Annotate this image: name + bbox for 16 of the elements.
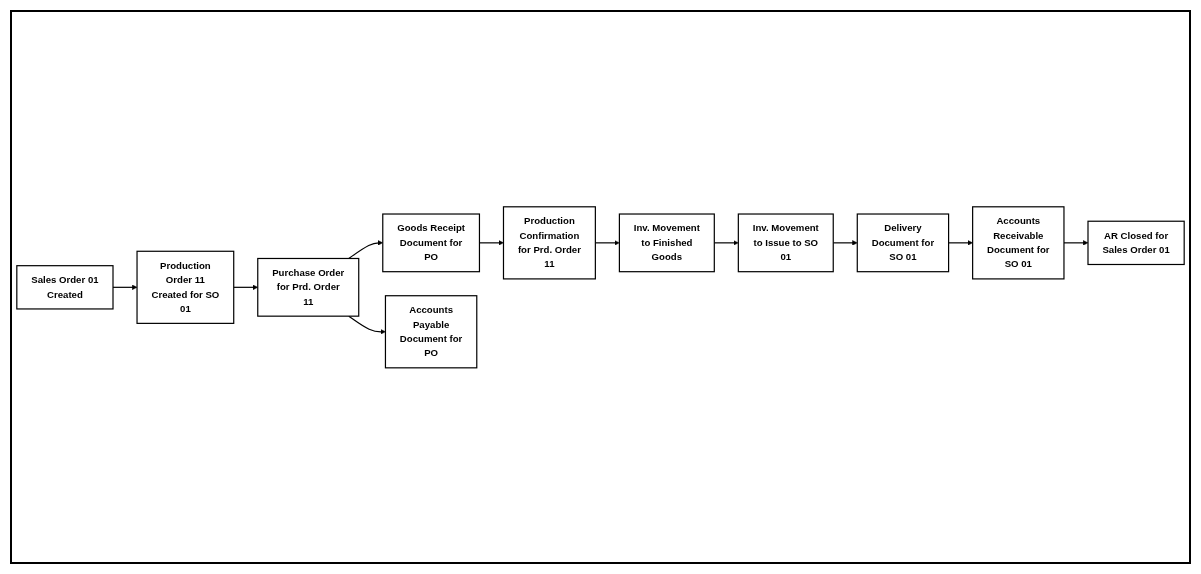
node-box: Purchase Order for Prd. Order 11 bbox=[257, 257, 360, 317]
node-box: Inv. Movement to Finished Goods bbox=[618, 213, 715, 272]
node-box: AR Closed for Sales Order 01 bbox=[1087, 220, 1185, 265]
arrow bbox=[348, 315, 386, 335]
arrow bbox=[1063, 239, 1089, 246]
node-box: Production Confirmation for Prd. Order 11 bbox=[502, 205, 596, 280]
arrow bbox=[233, 284, 258, 290]
node-box: Inv. Movement to Issue to SO 01 bbox=[737, 213, 834, 272]
node-box: Accounts Receivable Document for SO 01 bbox=[972, 205, 1065, 280]
arrow bbox=[348, 239, 383, 259]
node-box: Production Order 11 Created for SO 01 bbox=[136, 250, 235, 324]
node-box: Goods Receipt Document for PO bbox=[382, 213, 481, 272]
node-box: Sales Order 01 Created bbox=[16, 264, 114, 310]
arrow bbox=[948, 239, 973, 246]
node-box: Delivery Document for SO 01 bbox=[856, 213, 950, 272]
node-box: Accounts Payable Document for PO bbox=[384, 294, 478, 369]
